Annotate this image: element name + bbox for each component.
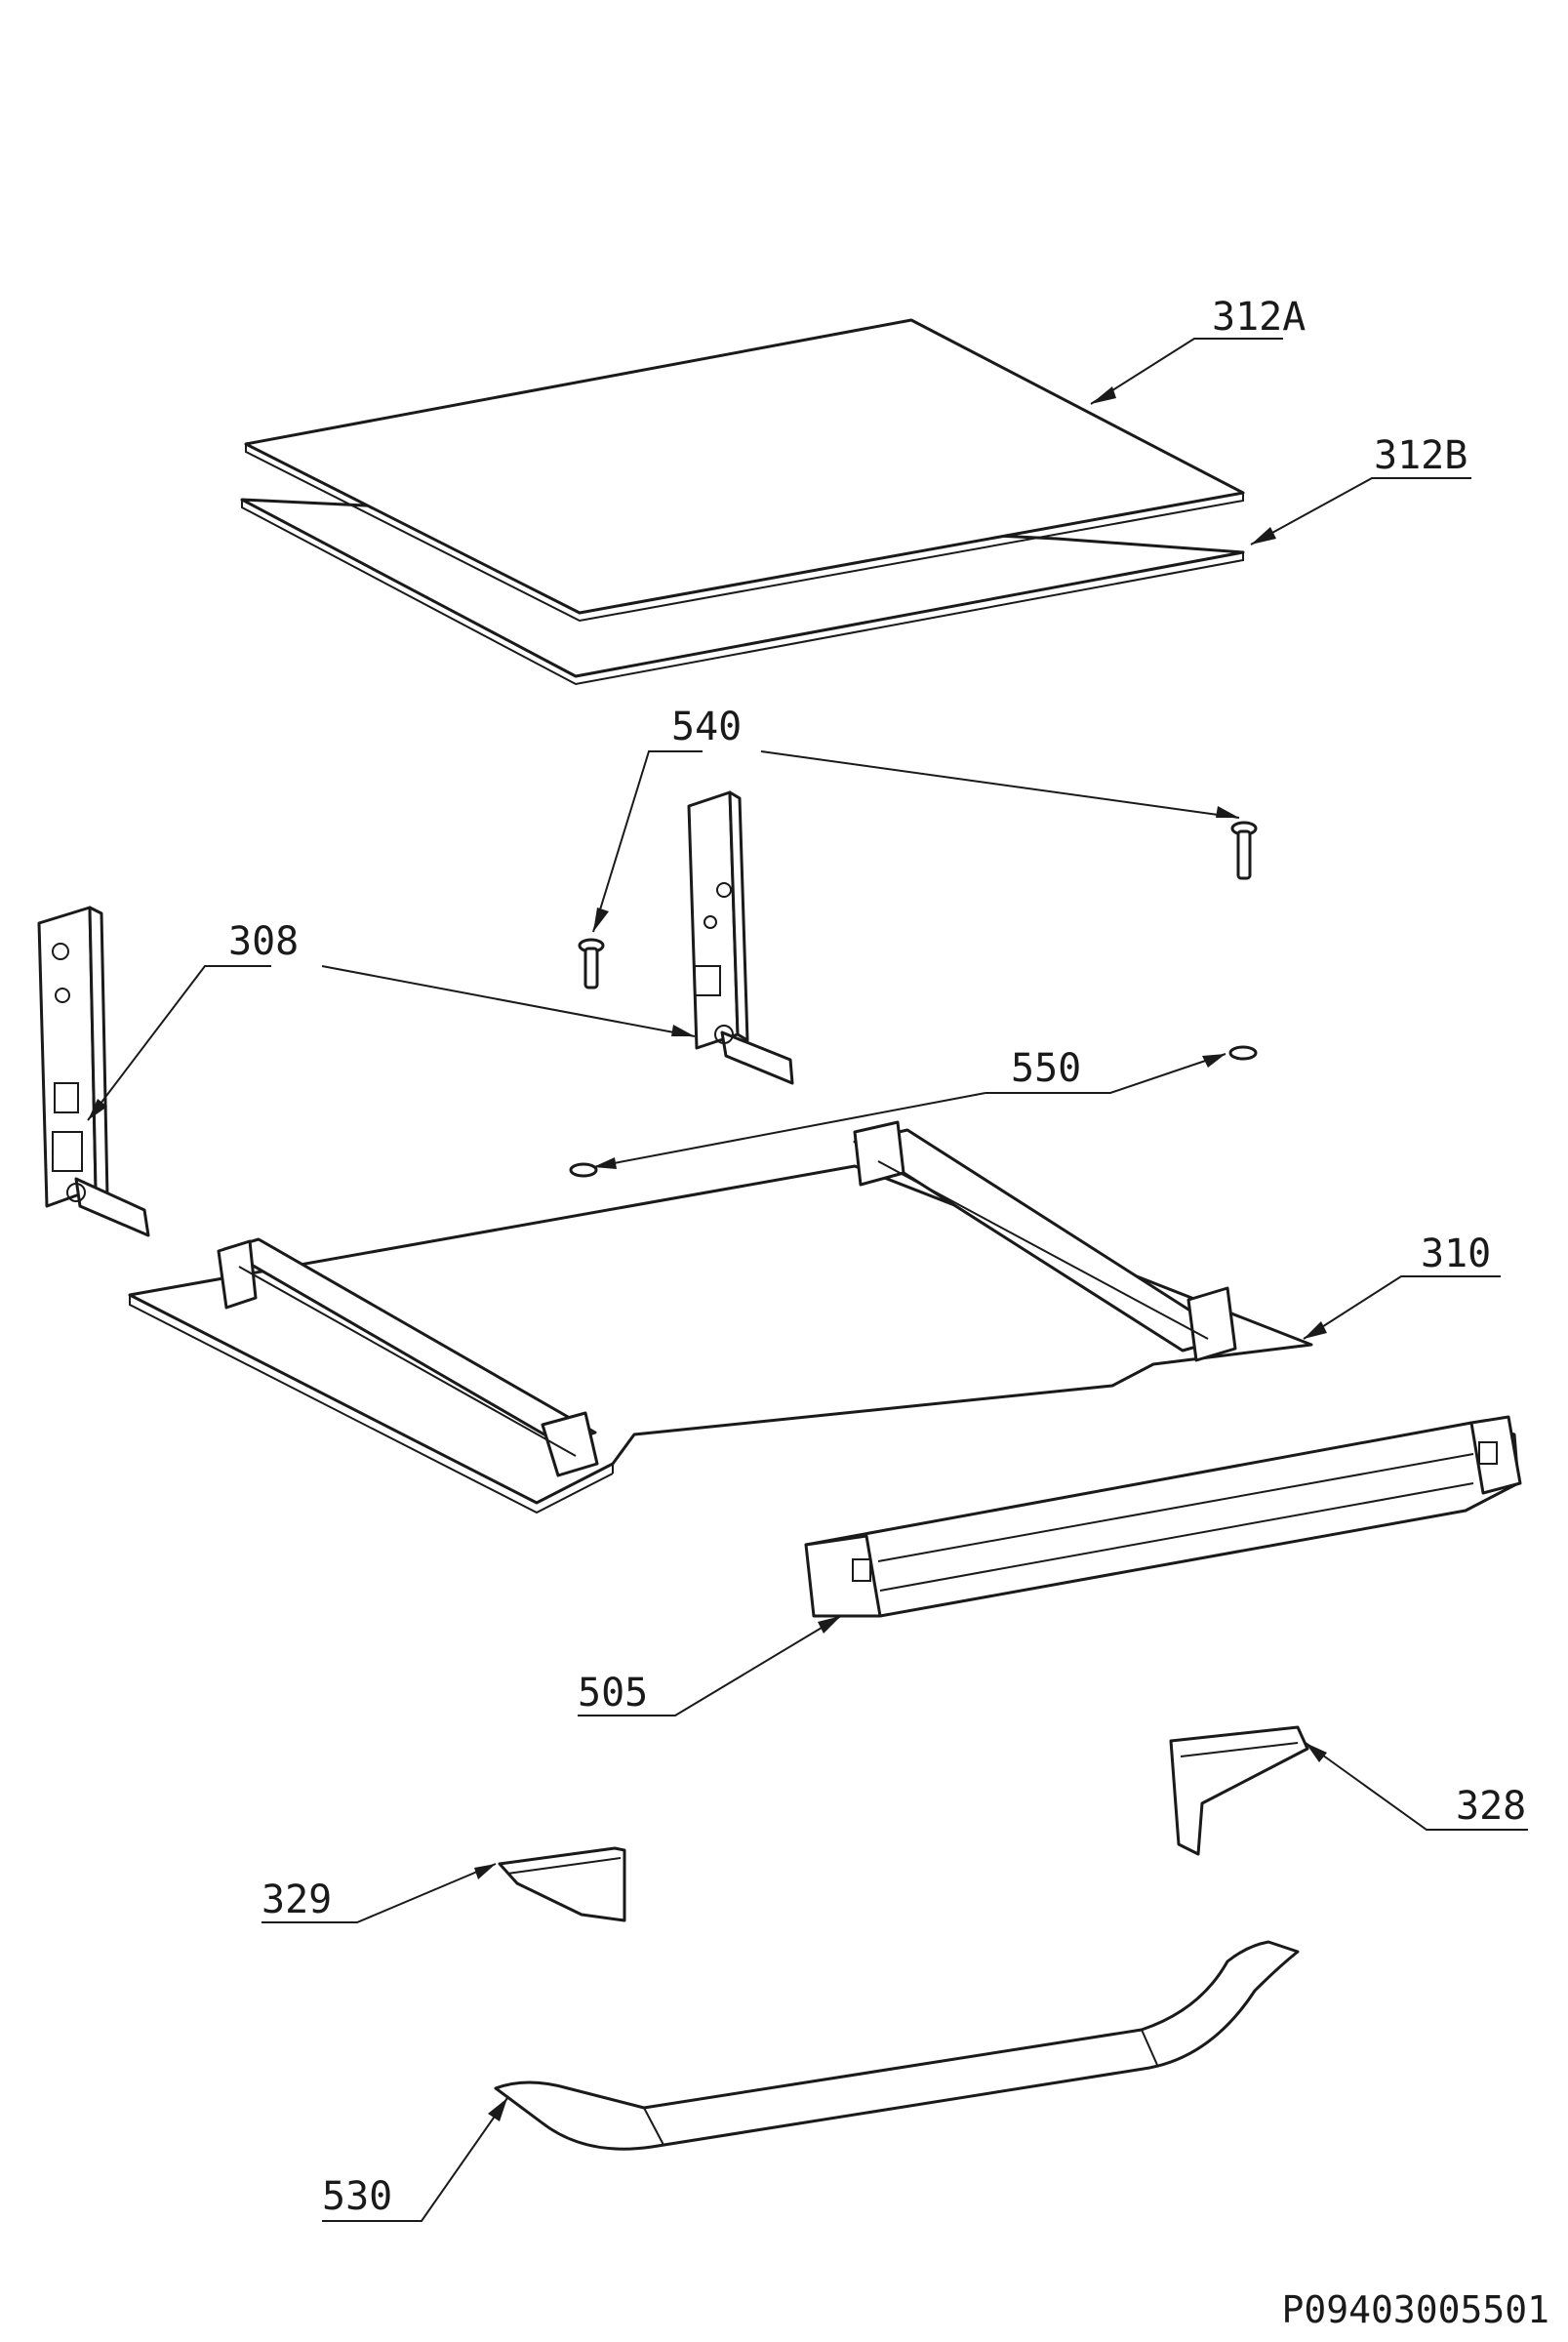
callout-505: 505 bbox=[578, 1671, 648, 1716]
side-rail-right bbox=[853, 1120, 1237, 1362]
washer-550-right bbox=[1228, 1045, 1258, 1061]
screw-540-right bbox=[1230, 821, 1258, 880]
callout-530: 530 bbox=[322, 2174, 392, 2219]
callout-312b: 312B bbox=[1374, 433, 1467, 478]
handle-530 bbox=[494, 1940, 1300, 2151]
callout-308: 308 bbox=[228, 919, 299, 964]
leader-lines bbox=[87, 338, 1528, 2222]
bracket-328 bbox=[1169, 1725, 1309, 1856]
callout-540: 540 bbox=[671, 705, 742, 749]
washer-550-left bbox=[569, 1162, 598, 1178]
inner-door-plate-310 bbox=[128, 1164, 1313, 1514]
hinge-308-left bbox=[37, 906, 150, 1237]
callout-329: 329 bbox=[261, 1878, 332, 1922]
callout-328: 328 bbox=[1456, 1784, 1526, 1829]
callout-310: 310 bbox=[1421, 1232, 1491, 1276]
side-rail-left bbox=[217, 1237, 599, 1477]
callout-550: 550 bbox=[1011, 1046, 1081, 1091]
hinge-308-right bbox=[687, 790, 794, 1085]
glass-panel-312a bbox=[244, 318, 1245, 623]
bracket-329 bbox=[498, 1846, 626, 1922]
callout-312a: 312A bbox=[1212, 295, 1306, 340]
screw-540-left bbox=[578, 938, 605, 989]
drawing-code: P09403005501 bbox=[1281, 2288, 1549, 2331]
cross-member-505 bbox=[804, 1415, 1522, 1618]
